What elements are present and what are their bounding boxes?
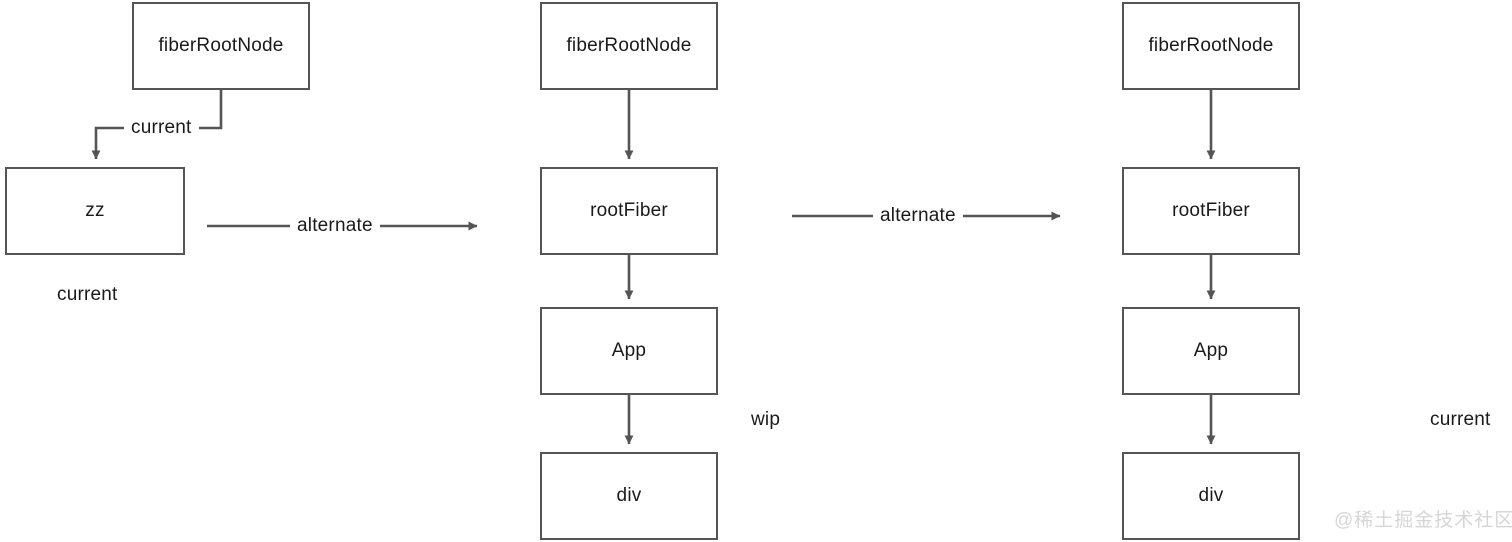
node-right-app[interactable]: App [1122,307,1300,395]
group-label-left-current: current [57,284,118,306]
node-label: App [611,340,647,361]
node-mid-app[interactable]: App [540,307,718,395]
node-label: fiberRootNode [566,35,692,56]
node-mid-root-fiber[interactable]: rootFiber [540,167,718,255]
node-label: rootFiber [590,200,668,221]
node-left-zz[interactable]: zz [5,167,185,255]
group-label-middle-wip: wip [751,409,780,431]
node-label: App [1193,340,1229,361]
node-left-fiber-root-node[interactable]: fiberRootNode [132,2,310,90]
node-right-div[interactable]: div [1122,452,1300,540]
node-label: fiberRootNode [1148,35,1274,56]
node-mid-fiber-root-node[interactable]: fiberRootNode [540,2,718,90]
edge-label-left-current: current [124,117,199,139]
node-label: fiberRootNode [158,35,284,56]
watermark: @稀土掘金技术社区 [1334,505,1512,532]
group-label-text: current [57,284,118,305]
group-label-text: current [1430,409,1491,430]
group-label-text: wip [751,409,781,430]
node-label: rootFiber [1172,200,1250,221]
node-label: div [1198,485,1224,506]
edge-label-text: alternate [880,205,956,226]
edge-label-alternate-1: alternate [290,215,380,237]
node-right-fiber-root-node[interactable]: fiberRootNode [1122,2,1300,90]
node-right-root-fiber[interactable]: rootFiber [1122,167,1300,255]
node-label: div [616,485,642,506]
group-label-right-current: current [1430,409,1491,431]
edge-label-text: current [131,117,192,138]
edge-label-alternate-2: alternate [873,205,963,227]
node-mid-div[interactable]: div [540,452,718,540]
node-label: zz [85,200,105,221]
edge-label-text: alternate [297,215,373,236]
watermark-text: @稀土掘金技术社区 [1334,510,1512,531]
